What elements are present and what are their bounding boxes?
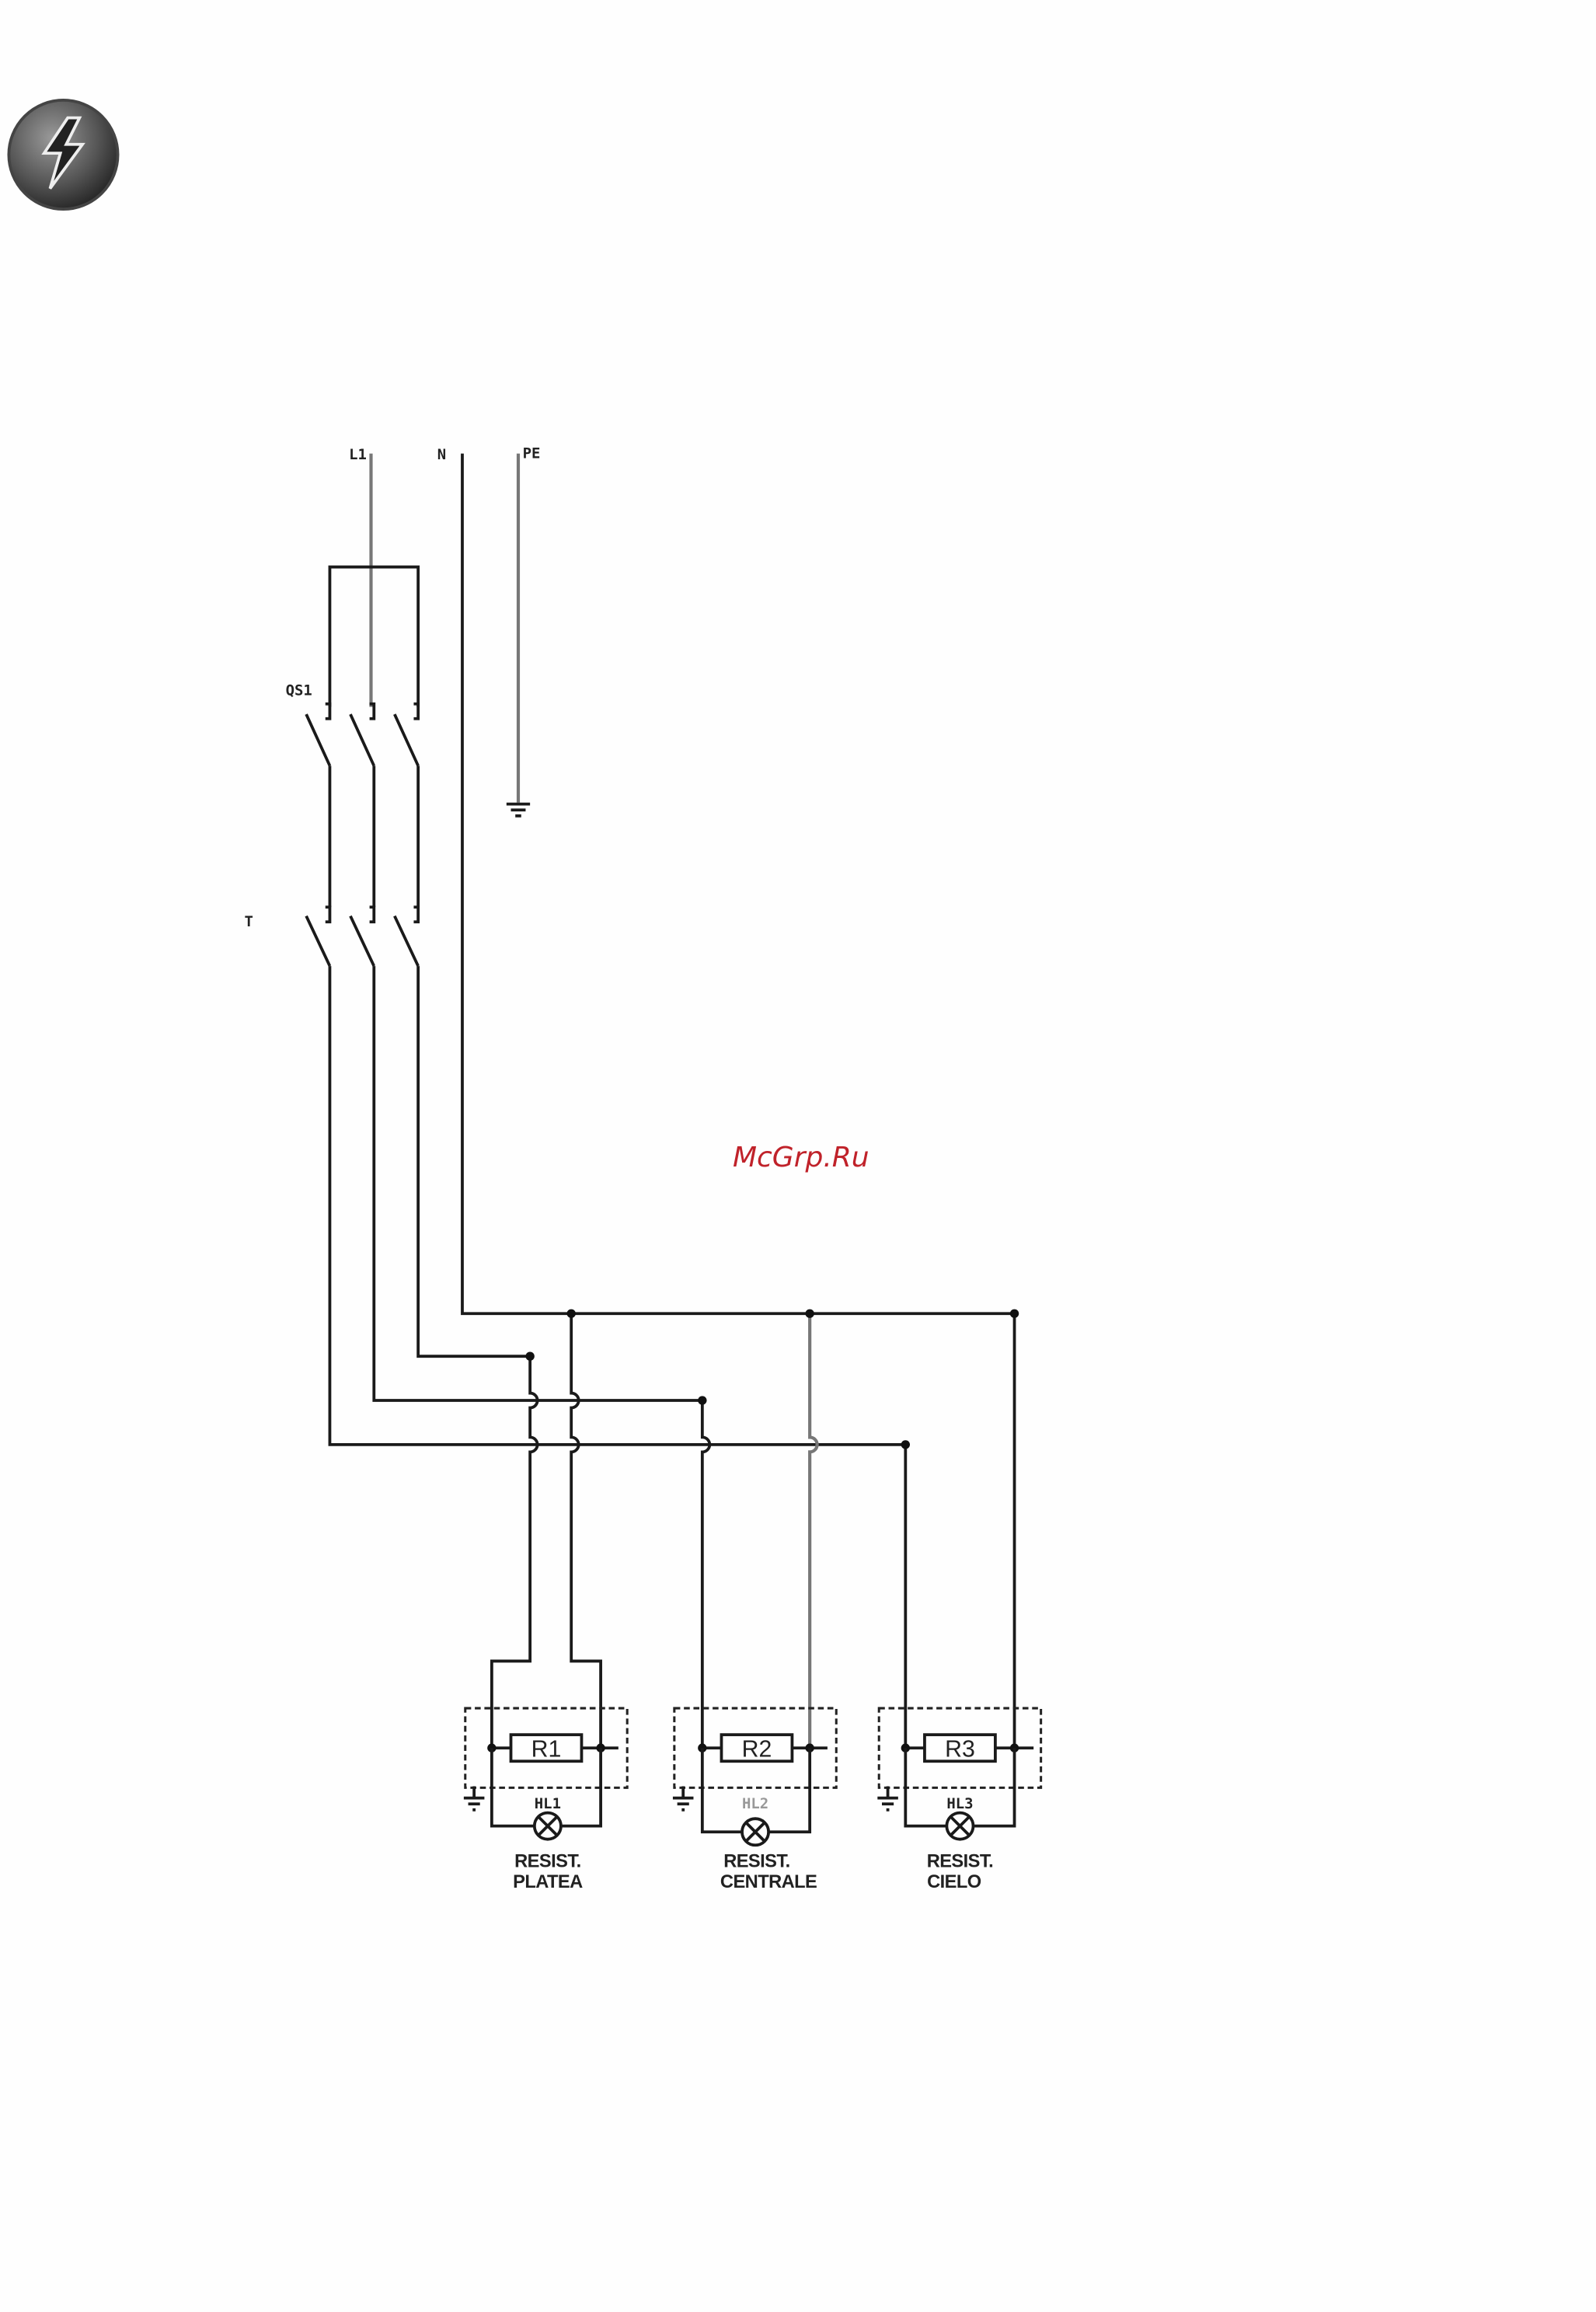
l1-label: L1 (349, 446, 367, 463)
main-switch-qs1 (305, 702, 420, 908)
watermark: McGrp.Ru (733, 1142, 869, 1173)
t-label: T (245, 913, 253, 930)
resistor-label: R1 (531, 1737, 562, 1763)
thermostat-switch-t (305, 905, 420, 967)
resistor-label: R3 (945, 1737, 975, 1763)
pe-label: PE (523, 445, 541, 462)
lamp-label: HL3 (946, 1795, 973, 1812)
lamp-label: HL2 (742, 1795, 768, 1812)
load-r2: R2 HL2 RESIST. CENTRALE (672, 1707, 838, 1892)
qs1-label: QS1 (286, 682, 312, 699)
load-r3: R3 HL3 RESIST. CIELO (877, 1707, 1043, 1892)
load-caption-line1: RESIST. (514, 1852, 580, 1872)
load-caption-line2: CENTRALE (720, 1872, 817, 1892)
lamp-label: HL1 (535, 1795, 561, 1812)
load-caption-line1: RESIST. (927, 1852, 993, 1872)
load-caption-line2: PLATEA (513, 1872, 583, 1892)
resistor-label: R2 (742, 1737, 772, 1763)
n-label: N (437, 446, 446, 463)
lightning-bolt-icon (7, 99, 120, 211)
load-caption-line1: RESIST. (723, 1852, 789, 1872)
wires (305, 453, 1019, 1749)
lamp-icon (741, 1817, 770, 1847)
lamp-icon (532, 1811, 563, 1841)
lamp-icon (945, 1811, 975, 1841)
load-r1: R1 HL1 RESIST. PLATEA (463, 1707, 629, 1892)
load-caption-line2: CIELO (927, 1872, 981, 1892)
